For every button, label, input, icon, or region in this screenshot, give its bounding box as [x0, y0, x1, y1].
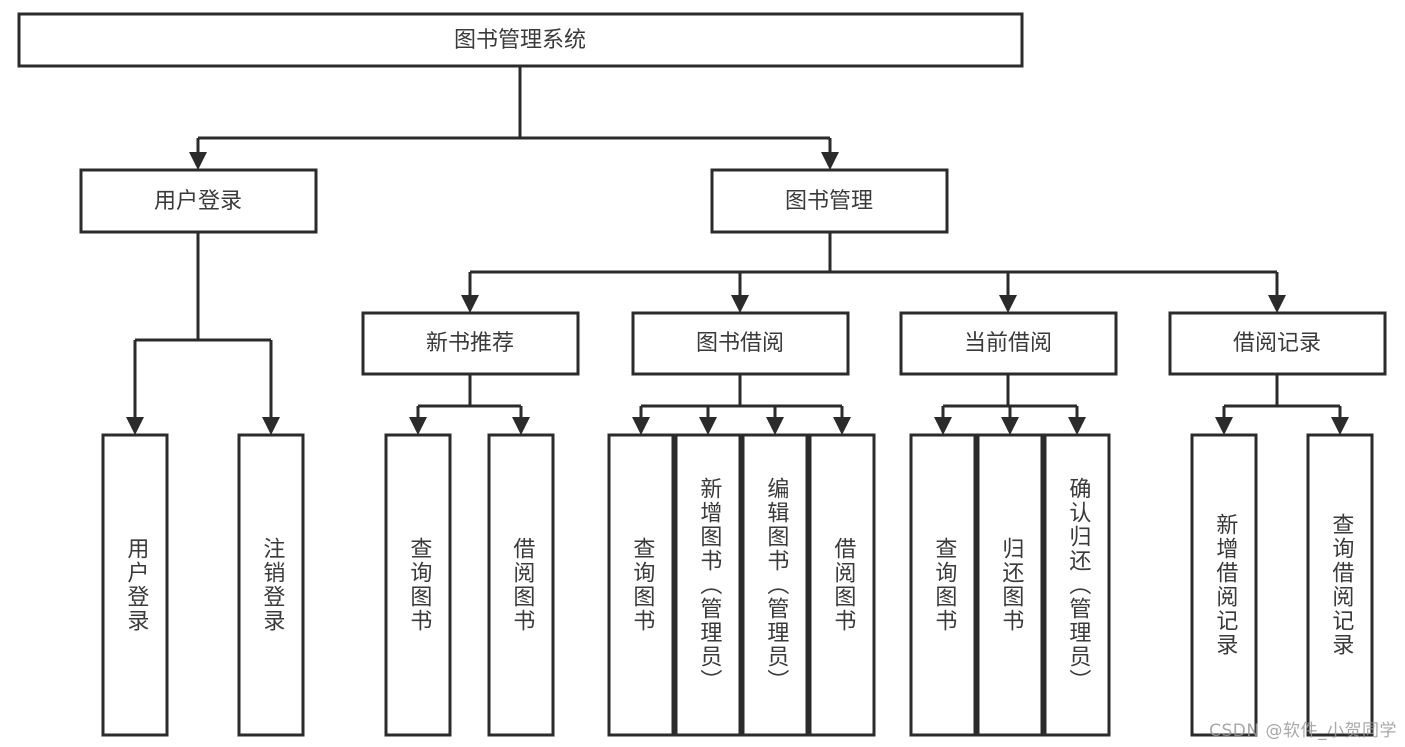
arrowhead-newbook-c1: [512, 417, 530, 435]
node-new-book-recommend-label: 新书推荐: [426, 331, 514, 356]
leaf-query-borrow-record-box[interactable]: [1306, 433, 1374, 737]
node-borrow-record-label: 借阅记录: [1233, 331, 1321, 356]
leaf-logout-box[interactable]: [237, 433, 305, 737]
node-borrow-record-box[interactable]: [1168, 311, 1387, 376]
leaf-borrow-book-box[interactable]: [808, 433, 876, 737]
node-book-management-box[interactable]: [710, 168, 949, 234]
leaf-borrow-book-newbook-box[interactable]: [487, 433, 555, 737]
leaf-return-book-box[interactable]: [976, 433, 1044, 737]
leaf-query-book-borrow-box[interactable]: [607, 433, 675, 737]
arrowhead-bookborrow-c2: [766, 417, 784, 435]
arrowhead-bookmgmt-c1: [731, 295, 749, 313]
arrowhead-bookborrow-c0: [632, 417, 650, 435]
arrowhead-bookborrow-c1: [699, 417, 717, 435]
node-user-login-label: 用户登录: [154, 189, 242, 214]
arrowhead-bookmgmt-c2: [999, 295, 1017, 313]
leaf-query-book-newbook-box[interactable]: [384, 433, 452, 737]
arrowhead-bookmgmt-c0: [461, 295, 479, 313]
arrowhead-userlogin-c0: [126, 417, 144, 435]
arrowhead-currentborrow-c1: [1001, 417, 1019, 435]
node-book-borrow-label: 图书借阅: [696, 331, 784, 356]
arrowhead-currentborrow-c0: [934, 417, 952, 435]
node-book-borrow-box[interactable]: [631, 311, 850, 376]
csdn-watermark: CSDN @软件_小贺同学: [1209, 721, 1397, 741]
node-layer: 图书管理系统 用户登录 图书管理 新书推荐 图书借阅 当前借阅 借阅记录: [17, 12, 1387, 737]
node-current-borrow-label: 当前借阅: [964, 331, 1052, 356]
arrowhead-currentborrow-c2: [1068, 417, 1086, 435]
node-root-label: 图书管理系统: [454, 28, 586, 53]
node-book-management-label: 图书管理: [785, 189, 873, 214]
leaf-user-login-box[interactable]: [101, 433, 169, 737]
node-new-book-recommend-box[interactable]: [361, 311, 580, 376]
leaf-edit-book-box[interactable]: [741, 433, 809, 737]
leaf-query-book-current-box[interactable]: [909, 433, 977, 737]
leaf-confirm-return-box[interactable]: [1043, 433, 1111, 737]
leaf-add-borrow-record-box[interactable]: [1190, 433, 1258, 737]
arrowhead-book-mgmt: [821, 152, 839, 170]
arrowhead-bookmgmt-c3: [1268, 295, 1286, 313]
arrowhead-borrowrecord-c0: [1215, 417, 1233, 435]
node-user-login-box[interactable]: [79, 168, 318, 234]
connector-layer: [126, 66, 1349, 435]
arrowhead-userlogin-c1: [262, 417, 280, 435]
arrowhead-user-login: [189, 152, 207, 170]
leaf-add-book-box[interactable]: [674, 433, 742, 737]
arrowhead-newbook-c0: [409, 417, 427, 435]
node-current-borrow-box[interactable]: [899, 311, 1118, 376]
arrowhead-borrowrecord-c1: [1331, 417, 1349, 435]
node-root-box[interactable]: [17, 12, 1024, 68]
arrowhead-bookborrow-c3: [833, 417, 851, 435]
